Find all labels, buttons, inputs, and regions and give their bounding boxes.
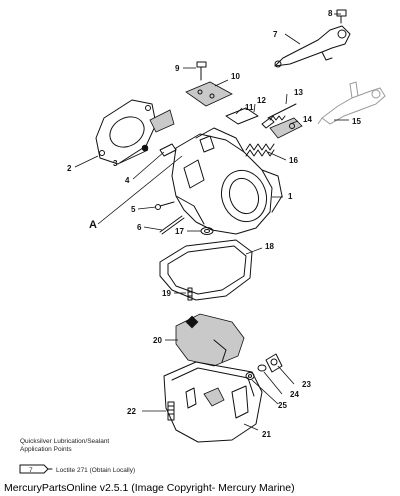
callout-5: 5 (131, 205, 136, 214)
part-14-plate (269, 117, 303, 139)
callout-13: 13 (294, 88, 303, 97)
part-12-13-needle (261, 103, 297, 129)
callout-3: 3 (113, 159, 118, 168)
callout-15: 15 (352, 117, 361, 126)
callout-11: 11 (245, 103, 254, 112)
callout-23: 23 (302, 380, 311, 389)
callout-21: 21 (262, 430, 271, 439)
callout-17: 17 (175, 227, 184, 236)
copyright-footer: MercuryPartsOnline v2.5.1 (Image Copyrig… (4, 482, 295, 494)
callout-1: 1 (288, 192, 293, 201)
part-6-screw (159, 215, 185, 235)
leader-lines (74, 13, 349, 431)
part-21-float-bowl (163, 361, 263, 443)
part-18-bowl-gasket (159, 239, 253, 301)
callout-6: 6 (137, 223, 142, 232)
lubrication-legend: Quicksilver Lubrication/Sealant Applicat… (19, 438, 135, 474)
callout-18: 18 (265, 242, 274, 251)
part-5-screw (155, 201, 175, 210)
part-17-washer (200, 227, 214, 235)
loctite-tube-icon: 7 (19, 464, 53, 474)
part-7-lever (274, 25, 351, 68)
part-1-carburetor-body (171, 127, 283, 235)
callout-9: 9 (175, 64, 180, 73)
callout-4: 4 (125, 176, 130, 185)
loctite-label: Loctite 271 (Obtain Locally) (56, 467, 135, 474)
callout-10: 10 (231, 72, 240, 81)
part-16-spring (245, 143, 275, 157)
legend-heading-line1: Quicksilver Lubrication/Sealant (20, 438, 109, 445)
callout-19: 19 (162, 289, 171, 298)
part-20-float (175, 313, 245, 367)
part-10-plate (185, 81, 233, 107)
part-23-fitting (265, 353, 283, 373)
part-15-lever (317, 81, 386, 125)
callout-12: 12 (257, 96, 266, 105)
part-25-plug (245, 372, 255, 380)
part-19-pin (187, 287, 193, 301)
callout-16: 16 (289, 156, 298, 165)
callout-25: 25 (278, 401, 287, 410)
callout-7: 7 (273, 30, 278, 39)
part-2-flange-gasket (95, 99, 157, 165)
part-8-screw (336, 9, 347, 24)
callout-24: 24 (290, 390, 299, 399)
part-22-screw (167, 401, 175, 421)
legend-heading-line2: Application Points (20, 446, 72, 453)
callout-2: 2 (67, 164, 72, 173)
callout-A: A (89, 219, 97, 231)
part-24-washer (257, 364, 267, 372)
svg-text:7: 7 (29, 467, 33, 474)
callouts: 8 7 9 10 11 12 13 14 15 16 1 2 3 4 5 6 A… (67, 9, 361, 439)
part-3-4-small-parts (141, 109, 177, 157)
callout-8: 8 (328, 9, 333, 18)
callout-22: 22 (127, 407, 136, 416)
callout-14: 14 (303, 115, 312, 124)
callout-20: 20 (153, 336, 162, 345)
part-9-screw (196, 61, 207, 81)
